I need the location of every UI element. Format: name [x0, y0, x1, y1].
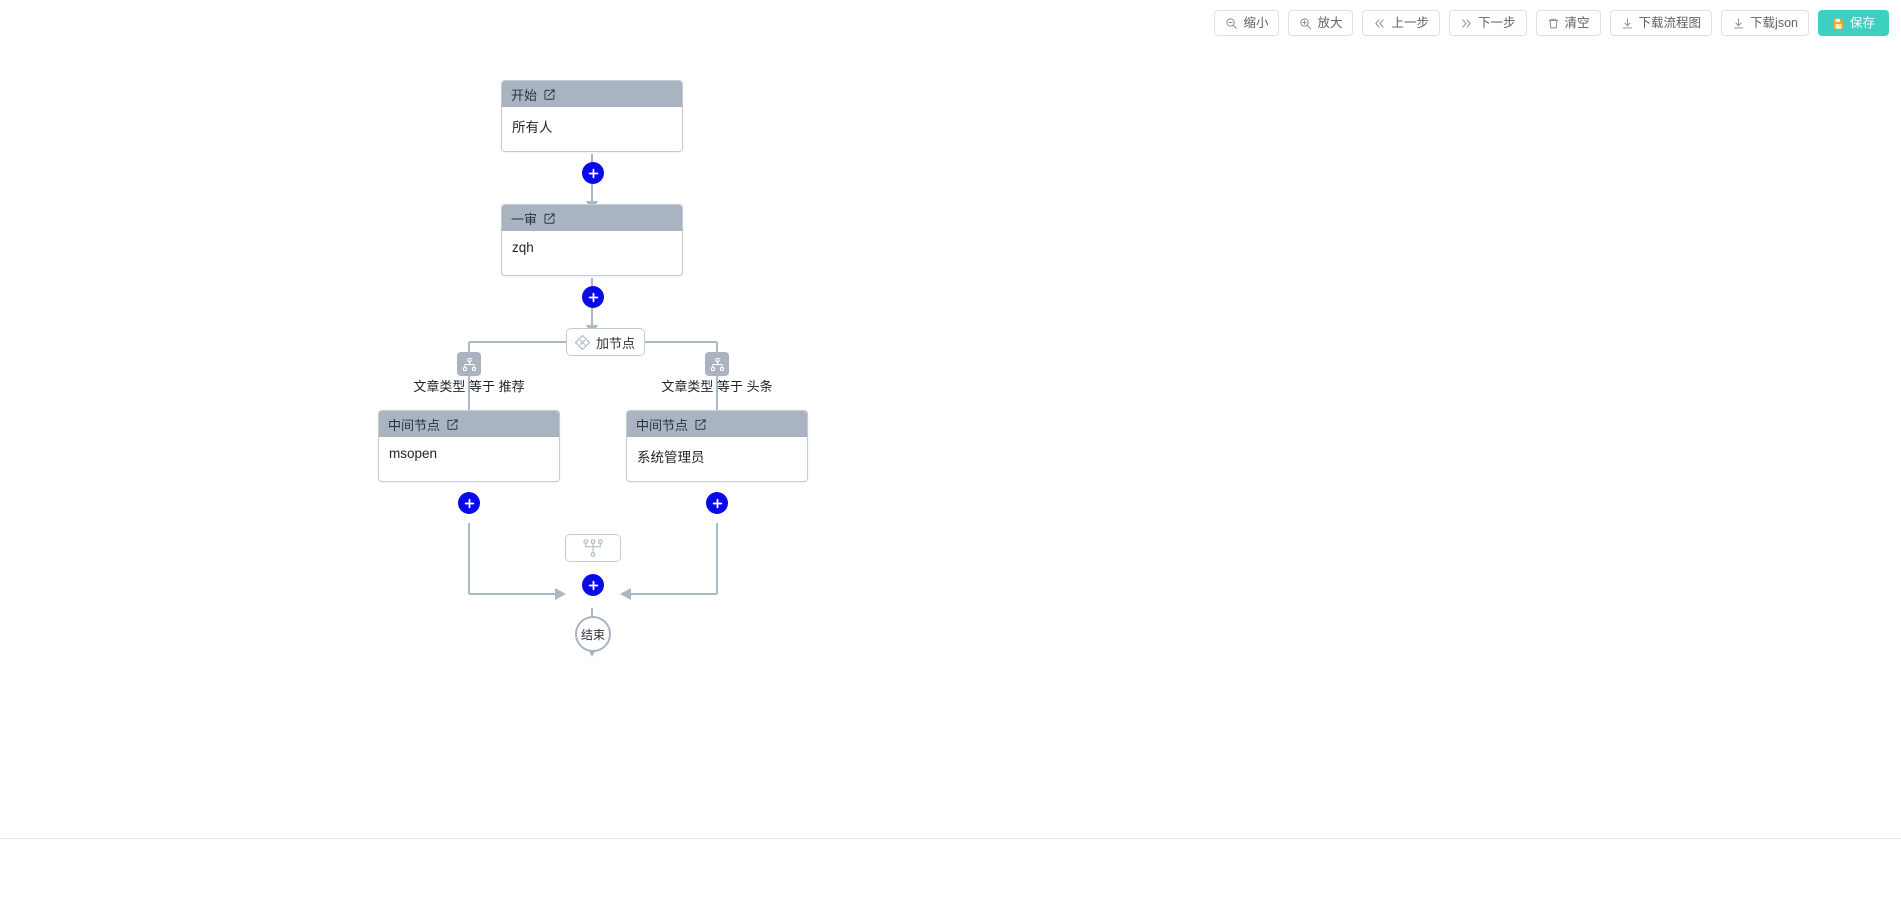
toolbar-zoom-out-button[interactable]: 缩小 — [1214, 10, 1280, 36]
flow-node-mid-left[interactable]: 中间节点 msopen — [378, 410, 560, 482]
flow-node-mid-left-header[interactable]: 中间节点 — [379, 411, 559, 437]
flow-node-review1-content: zqh — [512, 240, 534, 255]
toolbar-download-flow-button[interactable]: 下载流程图 — [1609, 10, 1713, 36]
flow-end-node[interactable]: 结束 — [575, 616, 611, 652]
toolbar-zoom-out-label: 缩小 — [1243, 15, 1269, 30]
flow-end-node-label: 结束 — [580, 627, 605, 642]
toolbar-next-label: 下一步 — [1478, 15, 1516, 30]
flow-branch-right-label[interactable]: 文章类型 等于 头条 — [661, 379, 773, 394]
zoom-in-icon — [1299, 17, 1312, 30]
flow-branch-right-badge[interactable] — [705, 352, 729, 376]
download-icon — [1621, 17, 1634, 30]
flow-plus-after-review1[interactable] — [582, 286, 604, 308]
edit-square-icon[interactable] — [543, 212, 556, 225]
toolbar: 缩小 放大 上一步 下一步 清空 下载流程图 下载json 保存 — [0, 0, 1901, 46]
toolbar-prev-button[interactable]: 上一步 — [1362, 10, 1440, 36]
flow-node-mid-right-content: 系统管理员 — [637, 450, 705, 465]
toolbar-zoom-in-label: 放大 — [1317, 15, 1343, 30]
flow-branch-left-label[interactable]: 文章类型 等于 推荐 — [413, 379, 525, 394]
toolbar-download-json-button[interactable]: 下载json — [1721, 10, 1809, 36]
flow-node-review1-title: 一审 — [511, 211, 538, 227]
double-left-icon — [1373, 17, 1386, 30]
flow-plus-after-start[interactable] — [582, 162, 604, 184]
flow-node-start-content: 所有人 — [512, 120, 553, 135]
flow-node-start[interactable]: 开始所有人 — [501, 80, 683, 152]
plus-icon — [463, 497, 476, 510]
toolbar-clear-button[interactable]: 清空 — [1535, 10, 1601, 36]
flow-connectors — [463, 154, 723, 657]
plus-icon — [587, 579, 600, 592]
download-icon — [1732, 17, 1745, 30]
flow-plus-after-mid-right[interactable] — [706, 492, 728, 514]
plus-icon — [587, 167, 600, 180]
branch-tree-icon — [710, 357, 725, 372]
flow-node-mid-right-title: 中间节点 — [636, 417, 689, 433]
flow-node-start-title: 开始 — [511, 87, 538, 103]
flow-gateway-add-node[interactable]: 加节点 — [566, 328, 646, 356]
edit-square-icon[interactable] — [543, 88, 556, 101]
zoom-out-icon — [1225, 17, 1238, 30]
save-icon — [1832, 17, 1845, 30]
merge-tree-icon — [582, 538, 604, 558]
footer-divider — [0, 838, 1901, 839]
double-right-icon — [1460, 17, 1473, 30]
flow-diagram: 开始所有人一审 zqh 中间节点 msopen 中间节点系统管理员 加节点文章类型 等于 … — [0, 46, 1901, 838]
flow-canvas[interactable]: 开始所有人一审 zqh 中间节点 msopen 中间节点系统管理员 加节点文章类型 等于 … — [0, 46, 1901, 838]
flow-node-start-header[interactable]: 开始 — [502, 81, 682, 107]
gateway-diamond-icon — [573, 333, 592, 352]
flow-node-review1[interactable]: 一审 zqh — [501, 204, 683, 276]
edit-square-icon[interactable] — [694, 418, 707, 431]
trash-icon — [1547, 17, 1560, 30]
flow-node-review1-header[interactable]: 一审 — [502, 205, 682, 231]
edit-square-icon[interactable] — [446, 418, 459, 431]
toolbar-save-label: 保存 — [1849, 15, 1875, 30]
flow-node-mid-left-title: 中间节点 — [388, 417, 441, 433]
flow-node-mid-left-content: msopen — [389, 446, 438, 461]
toolbar-zoom-in-button[interactable]: 放大 — [1288, 10, 1354, 36]
flow-gateway-label: 加节点 — [596, 335, 636, 351]
plus-icon — [711, 497, 724, 510]
toolbar-download-flow-label: 下载流程图 — [1638, 15, 1702, 30]
flow-plus-after-merge[interactable] — [582, 574, 604, 596]
flow-plus-after-mid-left[interactable] — [458, 492, 480, 514]
branch-tree-icon — [462, 357, 477, 372]
flow-branch-left-badge[interactable] — [457, 352, 481, 376]
toolbar-next-button[interactable]: 下一步 — [1449, 10, 1527, 36]
plus-icon — [587, 291, 600, 304]
toolbar-download-json-label: 下载json — [1750, 15, 1798, 30]
toolbar-prev-label: 上一步 — [1391, 15, 1429, 30]
flow-node-mid-right-header[interactable]: 中间节点 — [627, 411, 807, 437]
footer-area — [0, 839, 1901, 922]
toolbar-save-button[interactable]: 保存 — [1817, 10, 1889, 36]
toolbar-clear-label: 清空 — [1564, 15, 1590, 30]
flow-merge-node[interactable] — [565, 534, 621, 562]
flow-node-mid-right[interactable]: 中间节点系统管理员 — [626, 410, 808, 482]
